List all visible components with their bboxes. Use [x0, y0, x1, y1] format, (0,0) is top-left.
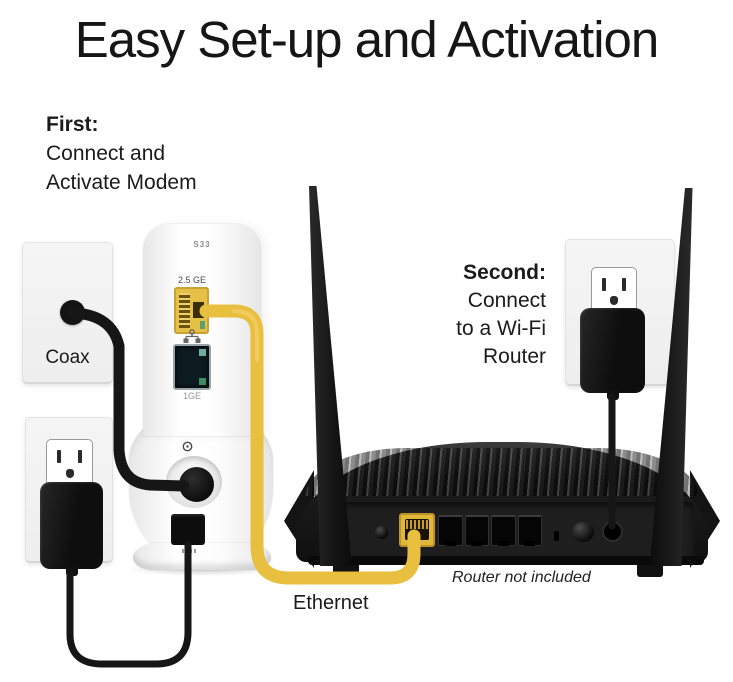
- router-bottom-edge: [308, 556, 704, 565]
- port-led: [199, 349, 206, 356]
- socket-slot-icon: [622, 278, 626, 291]
- router-wps-button: [572, 522, 594, 542]
- modem-coax-connector: [179, 467, 214, 502]
- router-lan-ports: [438, 515, 542, 546]
- modem-model-label: S33: [193, 240, 211, 249]
- step-first-line2: Activate Modem: [46, 171, 197, 194]
- step-first-text: First: Connect and Activate Modem: [46, 110, 197, 197]
- cable-strain-relief: [606, 390, 619, 400]
- router-power-jack: [602, 521, 623, 542]
- port-led: [199, 378, 206, 385]
- step-second-line2: to a Wi-Fi: [456, 317, 546, 340]
- lan-port: [517, 515, 542, 546]
- ethernet-port-2-5ge: [174, 287, 209, 334]
- lan-port: [464, 515, 489, 546]
- cable-strain-relief: [65, 566, 78, 576]
- ethernet-port-1ge: [173, 344, 211, 390]
- power-socket-left: [46, 439, 93, 486]
- step-second-text: Second: Connect to a Wi-Fi Router: [418, 259, 546, 371]
- step-second-line3: Router: [482, 345, 546, 368]
- reset-icon: [182, 441, 193, 452]
- socket-slot-icon: [57, 450, 61, 463]
- step-second-heading: Second:: [463, 261, 546, 284]
- step-first-heading: First:: [46, 113, 99, 136]
- modem-power-port: [171, 514, 205, 545]
- router-led: [375, 526, 388, 539]
- power-port-marks: [182, 549, 196, 553]
- modem-base: [133, 543, 271, 570]
- router-power-adapter: [580, 308, 645, 400]
- modem-power-adapter: [40, 482, 103, 576]
- step-second-line1: Connect: [467, 289, 546, 312]
- socket-ground-icon: [65, 469, 74, 478]
- coax-label: Coax: [45, 347, 90, 368]
- power-socket-right: [591, 267, 637, 313]
- socket-slot-icon: [602, 278, 606, 291]
- router-reset-hole: [554, 531, 559, 541]
- page-title: Easy Set-up and Activation: [74, 11, 660, 68]
- coax-jack-icon: [60, 300, 85, 325]
- lan-port: [438, 515, 463, 546]
- lan-port: [491, 515, 516, 546]
- port-1ge-label: 1GE: [182, 391, 201, 401]
- port-pins: [406, 520, 428, 529]
- ethernet-cable-label: Ethernet: [293, 592, 369, 614]
- socket-ground-icon: [610, 296, 618, 305]
- port-pins: [179, 293, 190, 328]
- network-link-icon: [183, 329, 201, 343]
- port-2-5ge-label: 2.5 GE: [177, 275, 206, 285]
- router-not-included-note: Router not included: [452, 569, 591, 586]
- port-tongue: [193, 302, 204, 318]
- socket-slot-icon: [78, 450, 82, 463]
- step-first-line1: Connect and: [46, 142, 166, 165]
- router-vent-ribs: [306, 448, 698, 496]
- router-wan-port: [399, 513, 435, 547]
- port-led: [200, 321, 205, 329]
